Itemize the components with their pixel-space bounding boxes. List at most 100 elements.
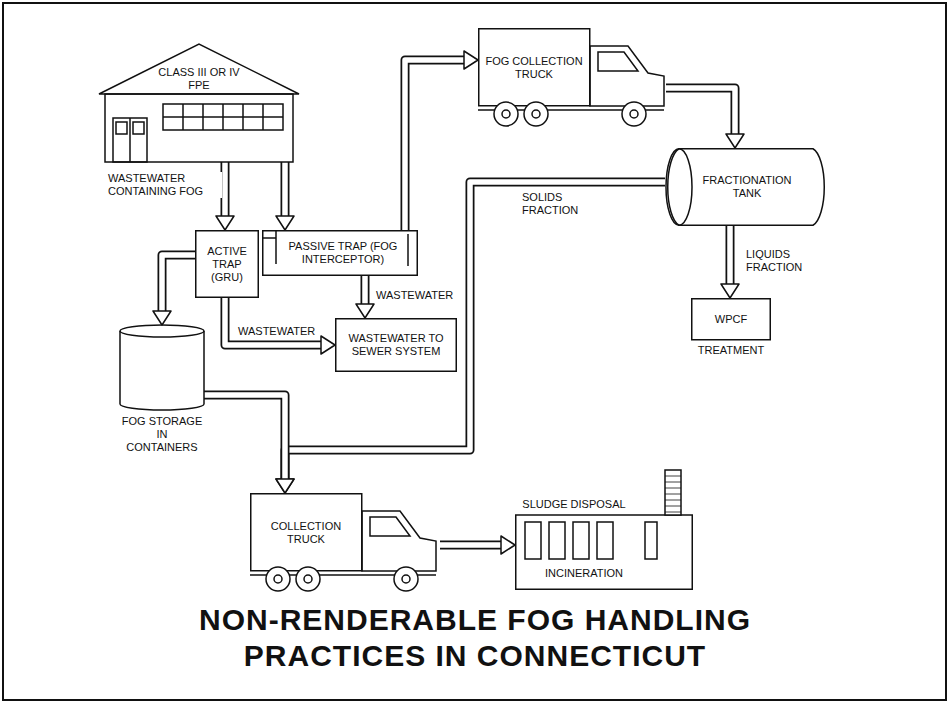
collection-truck-outline <box>250 493 440 593</box>
node-label: FOG STORAGE IN CONTAINERS <box>120 415 204 454</box>
wheel <box>266 567 290 591</box>
flow-label: WASTEWATER CONTAINING FOG <box>106 172 222 198</box>
pipe-inner <box>225 298 323 345</box>
arrowhead <box>501 536 515 554</box>
box-border <box>336 319 457 372</box>
pipe-arrow <box>276 182 665 493</box>
cargo-box <box>251 494 362 571</box>
interceptor-box: PASSIVE TRAP (FOG INTERCEPTOR) <box>262 230 418 276</box>
pipe-inner <box>362 276 368 306</box>
window <box>573 522 589 559</box>
node-label: ACTIVE TRAP (GRU) <box>197 245 257 284</box>
node-sublabel: INCINERATION <box>519 567 649 580</box>
tank-end <box>666 149 692 226</box>
pipe-outline <box>405 60 466 230</box>
wheel <box>494 102 518 126</box>
flow-label: WASTEWATER <box>374 289 455 302</box>
window <box>645 522 657 559</box>
pipe-arrow <box>440 536 515 554</box>
wheel-hub <box>532 110 540 118</box>
diagram-title: NON-RENDERABLE FOG HANDLING PRACTICES IN… <box>165 602 785 674</box>
collection-truck: FOG COLLECTION TRUCK <box>478 28 666 128</box>
door-window <box>116 122 127 134</box>
wall <box>105 94 293 162</box>
door-window <box>133 122 144 134</box>
cab-window <box>598 52 638 71</box>
pipe-arrow <box>225 298 335 354</box>
pipe-inner <box>162 255 195 313</box>
flow-label: SOLIDS FRACTION <box>520 191 604 217</box>
picture-frame <box>3 3 946 700</box>
window <box>163 104 283 130</box>
box-border <box>196 231 259 298</box>
box-border <box>263 231 418 276</box>
sewer-box: WASTEWATER TO SEWER SYSTEM <box>335 318 457 372</box>
collection-truck: COLLECTION TRUCK <box>250 493 440 593</box>
wheel-hub <box>274 575 282 583</box>
brick-line <box>665 476 681 477</box>
wheel-hub <box>304 575 312 583</box>
arrowhead <box>321 336 335 354</box>
door <box>129 118 131 162</box>
building-wall <box>516 515 693 589</box>
cab-window <box>370 517 410 536</box>
chimney <box>665 470 681 515</box>
storage-drum: FOG STORAGE IN CONTAINERS <box>120 325 204 450</box>
inlet-baffle <box>262 237 276 239</box>
node-label: PASSIVE TRAP (FOG INTERCEPTOR) <box>282 240 404 266</box>
pipe-outline <box>361 276 370 306</box>
inlet-baffle <box>275 230 277 264</box>
wheel <box>296 567 320 591</box>
node-label: CLASS III OR IV FPE <box>154 66 244 92</box>
incinerator-building: SLUDGE DISPOSAL INCINERATION <box>515 495 693 590</box>
pipe-inner <box>666 88 735 136</box>
brick-line <box>665 500 681 501</box>
building-outline <box>97 42 301 162</box>
brick-line <box>665 488 681 489</box>
pipe-outline <box>666 88 735 136</box>
pipe-inner <box>204 395 285 481</box>
pipe-arrow <box>666 88 744 148</box>
window-bar <box>163 116 283 118</box>
fraction-tank: FRACTIONATION TANK <box>665 148 827 226</box>
node-label: WPCF <box>693 313 769 326</box>
collection-truck-outline <box>478 28 666 128</box>
wheel-hub <box>502 110 510 118</box>
pipe-arrow <box>276 162 294 230</box>
pipe-arrow <box>204 395 294 493</box>
pipe-inner <box>405 60 466 230</box>
brick-line <box>665 494 681 495</box>
arrowhead <box>276 479 294 493</box>
wheel-hub <box>402 575 410 583</box>
arrowhead <box>464 51 478 69</box>
building: CLASS III OR IV FPE <box>97 42 301 162</box>
pipe-inner <box>285 182 665 481</box>
arrowhead <box>276 216 294 230</box>
flow-label: LIQUIDS FRACTION <box>744 248 828 274</box>
arrowhead <box>276 479 294 493</box>
door <box>113 118 147 162</box>
pipe-outline <box>726 226 735 286</box>
pipe-outline <box>162 255 195 313</box>
drum-lid <box>120 325 204 337</box>
brick-line <box>665 512 681 513</box>
window <box>525 522 541 559</box>
arrowhead <box>356 304 374 318</box>
node-label: FOG COLLECTION TRUCK <box>482 55 586 81</box>
outlet-baffle <box>407 234 409 266</box>
pipe-outline <box>281 162 290 218</box>
arrowhead <box>216 216 234 230</box>
node-label: WASTEWATER TO SEWER SYSTEM <box>339 332 453 358</box>
arrowhead <box>721 284 739 298</box>
window <box>597 522 613 559</box>
treatment-box: WPCFTREATMENT <box>691 298 771 360</box>
wheel <box>394 567 418 591</box>
pipe-arrow <box>356 276 374 318</box>
tank-body <box>668 149 825 226</box>
pipe-inner <box>440 542 503 548</box>
node-label: SLUDGE DISPOSAL <box>519 498 629 511</box>
roof <box>99 44 299 94</box>
pipe-outline <box>285 182 665 481</box>
pipe-outline <box>440 541 503 550</box>
